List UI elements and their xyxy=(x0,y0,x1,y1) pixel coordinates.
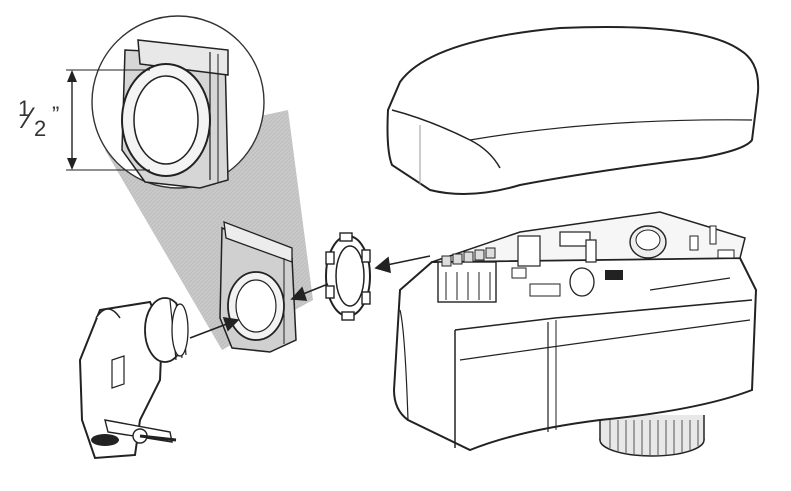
locknut xyxy=(325,232,371,321)
enclosure-cover xyxy=(386,25,760,195)
dimension-denominator: 2 xyxy=(34,116,47,141)
actuator-body xyxy=(392,211,758,457)
dimension-label: 1 ⁄ 2 ” xyxy=(18,96,78,144)
dimension-numerator: 1 xyxy=(18,96,31,121)
detail-magnifier xyxy=(66,15,265,189)
knockout-plate xyxy=(219,221,297,353)
arrow-housing-to-nut xyxy=(381,255,431,267)
arrow-connector-to-plate xyxy=(189,321,233,339)
cable-connector xyxy=(78,297,189,460)
assembly-arrows xyxy=(189,255,431,339)
dimension-unit: ” xyxy=(52,102,61,127)
dimension-slash: ⁄ xyxy=(26,102,32,135)
